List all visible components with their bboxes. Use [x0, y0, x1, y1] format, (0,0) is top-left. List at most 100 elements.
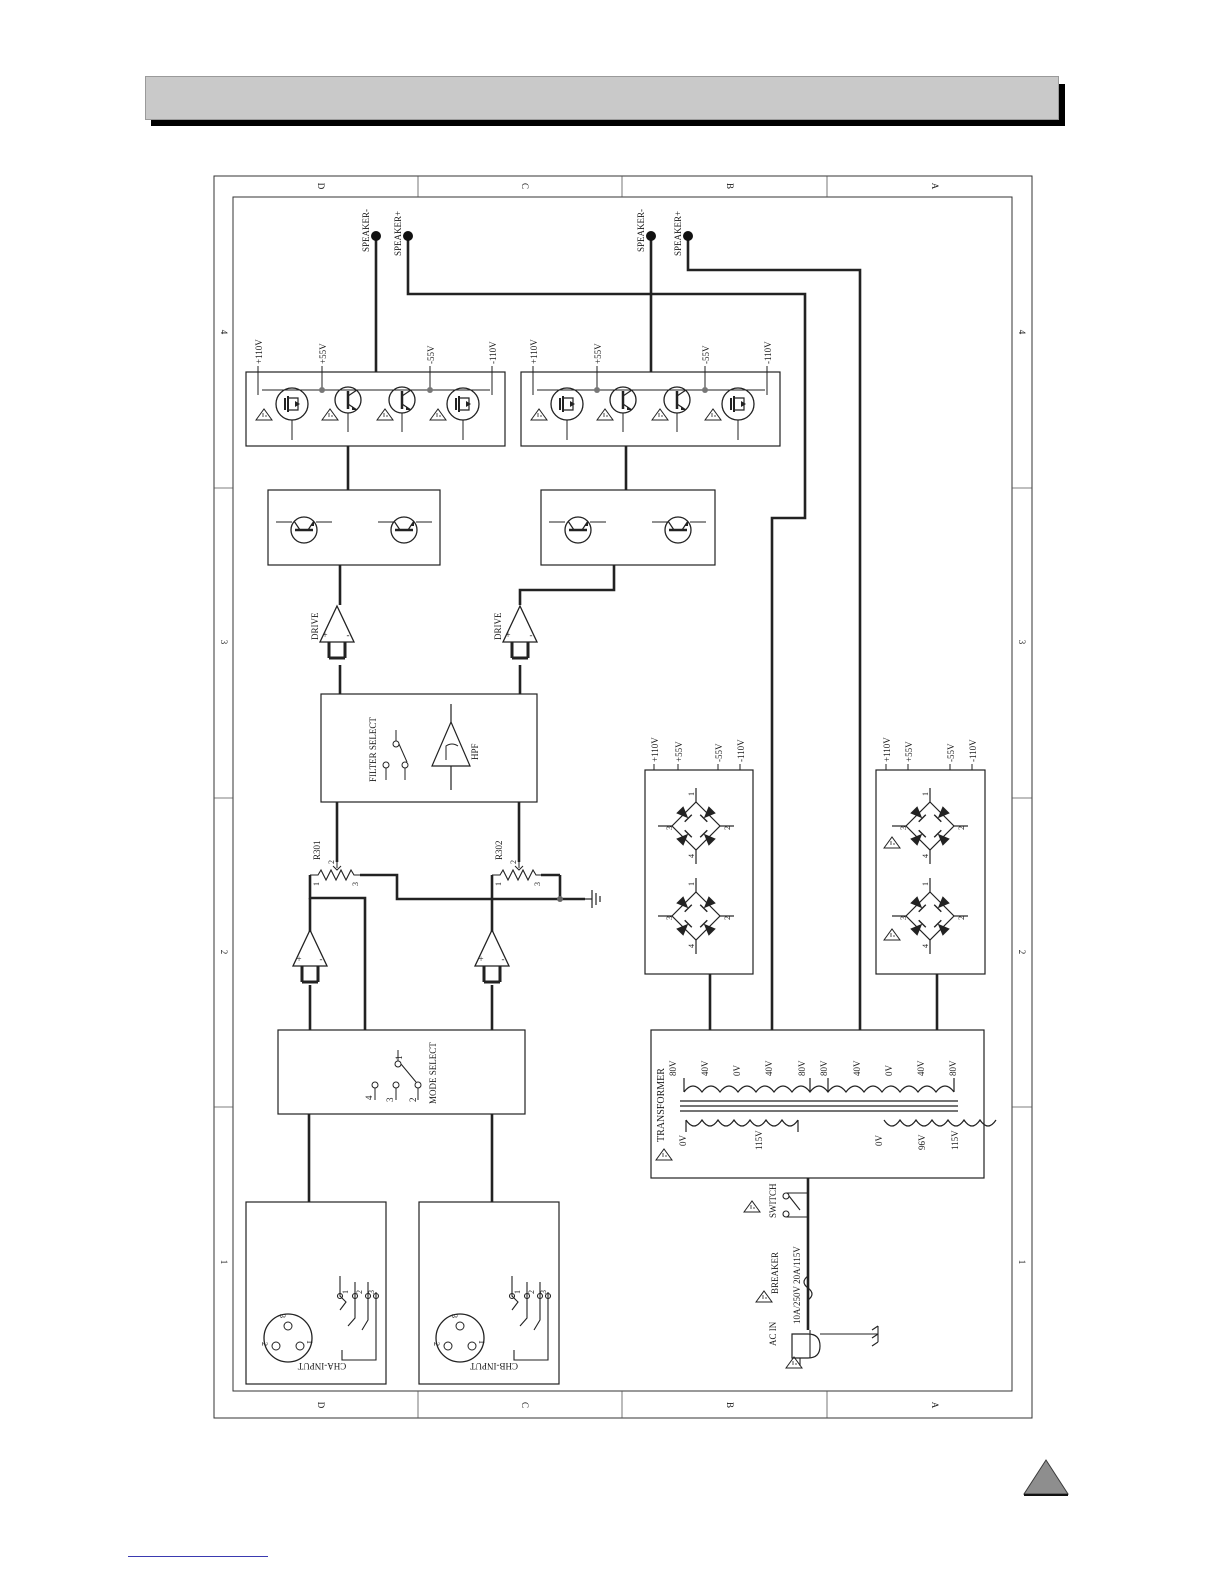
tap-label: 40V — [852, 1060, 862, 1076]
tap-label: 80V — [668, 1060, 678, 1076]
svg-text:1: 1 — [477, 1340, 486, 1344]
svg-text:+: + — [505, 630, 510, 640]
tap-label: 0V — [874, 1135, 884, 1147]
rail-label: +110V — [882, 737, 892, 762]
speaker-label: SPEAKER+ — [673, 211, 683, 256]
svg-text:-: - — [502, 954, 505, 964]
speaker-label: SPEAKER+ — [393, 211, 403, 256]
tap-label: 40V — [764, 1060, 774, 1076]
svg-text:2: 2 — [527, 1290, 536, 1294]
rail-label: +110V — [529, 339, 539, 364]
svg-text:2: 2 — [957, 916, 966, 920]
buffer-opamp-ch2: + - — [473, 928, 511, 984]
header-shadow — [151, 118, 1065, 126]
tap-label: 115V — [754, 1130, 764, 1150]
speaker-terminals: SPEAKER- SPEAKER+ SPEAKER- SPEAKER+ — [361, 209, 693, 256]
row-label: 2 — [1017, 950, 1027, 955]
rail-label: -110V — [763, 341, 773, 364]
svg-text:2: 2 — [723, 916, 732, 920]
col-label: B — [725, 1402, 735, 1408]
mode-select-block: 4 3 2 1 MODE SELECT — [277, 1029, 526, 1115]
svg-text:3: 3 — [665, 826, 674, 830]
speaker-terminal — [371, 231, 381, 241]
svg-text:2: 2 — [408, 1098, 418, 1103]
svg-text:2: 2 — [723, 826, 732, 830]
predriver-ch1 — [267, 489, 441, 566]
svg-text:1: 1 — [305, 1340, 314, 1344]
speaker-terminal — [646, 231, 656, 241]
header-shadow — [1058, 84, 1065, 126]
row-label: 1 — [219, 1260, 229, 1265]
breaker: BREAKER 10A/250V 20A/115V — [755, 1246, 813, 1324]
input-chb: 1 2 3 1 2 3 CHB-INPUT — [418, 1201, 560, 1385]
rail-label: -55V — [946, 743, 956, 762]
hpf-label: HPF — [470, 743, 480, 760]
svg-text:4: 4 — [921, 944, 930, 948]
svg-text:2: 2 — [355, 1290, 364, 1294]
output-stage-ch1: +110V +55V -55V -110V — [245, 339, 506, 447]
pot-r302: R302 2 1 3 — [492, 840, 542, 886]
tap-label: 96V — [917, 1134, 927, 1150]
drive-opamp-ch1: + - DRIVE — [310, 604, 356, 660]
speaker-label: SPEAKER- — [636, 209, 646, 252]
header-bar — [145, 76, 1059, 120]
tap-label: 80V — [948, 1060, 958, 1076]
inner-frame — [232, 196, 1013, 1392]
grid-labels: D C B A D C B A 1 2 3 4 1 2 3 4 — [219, 183, 1027, 1409]
drive-label: DRIVE — [310, 612, 320, 640]
predriver-ch2 — [540, 489, 716, 566]
svg-text:4: 4 — [921, 854, 930, 858]
filter-select-block: FILTER SELECT HPF — [320, 693, 538, 803]
rail-label: -110V — [736, 739, 746, 762]
buffer-opamp-ch1: + - — [291, 928, 329, 984]
svg-text:3: 3 — [450, 1314, 459, 1318]
tap-label: 0V — [732, 1065, 742, 1077]
rectifier-block-1: 1 4 3 2 1 4 3 2 +110V +55V -55V -110V — [644, 737, 754, 975]
svg-text:2: 2 — [260, 1342, 269, 1346]
svg-text:4: 4 — [687, 944, 696, 948]
pot-r301: R301 2 1 3 — [310, 840, 360, 886]
svg-text:1: 1 — [312, 882, 321, 886]
svg-text:1: 1 — [513, 1290, 522, 1294]
svg-text:1: 1 — [687, 882, 696, 886]
tap-label: 40V — [700, 1060, 710, 1076]
svg-text:+: + — [322, 630, 327, 640]
rail-label: +55V — [318, 343, 328, 364]
rail-label: -110V — [968, 739, 978, 762]
rail-label: +55V — [593, 343, 603, 364]
svg-text:-: - — [320, 954, 323, 964]
svg-text:1: 1 — [341, 1290, 350, 1294]
rail-label: +55V — [904, 741, 914, 762]
col-label: A — [930, 1402, 940, 1409]
input-cha: 1 2 3 1 2 3 CHA-INPUT — [245, 1201, 387, 1385]
col-label: D — [316, 183, 326, 190]
svg-text:+: + — [296, 954, 301, 964]
mode-select-label: MODE SELECT — [428, 1042, 438, 1104]
col-label: C — [520, 1402, 530, 1408]
svg-text:4: 4 — [364, 1095, 374, 1100]
grid-ticks — [214, 176, 1032, 1418]
rail-label: +110V — [650, 737, 660, 762]
cha-input-label: CHA-INPUT — [297, 1361, 346, 1371]
col-label: A — [930, 183, 940, 190]
svg-text:1: 1 — [921, 792, 930, 796]
row-label: 4 — [219, 330, 229, 335]
tap-label: 80V — [797, 1060, 807, 1076]
filter-select-label: FILTER SELECT — [368, 717, 378, 782]
outer-frame — [213, 175, 1033, 1419]
svg-text:2: 2 — [957, 826, 966, 830]
transformer-block: TRANSFORMER 80V 40V 0V 40V 80V — [650, 1029, 997, 1179]
svg-text:-: - — [530, 630, 533, 640]
rail-label: -55V — [714, 743, 724, 762]
svg-text:3: 3 — [665, 916, 674, 920]
col-label: B — [725, 183, 735, 189]
ground-icon — [585, 890, 601, 908]
svg-text:2: 2 — [432, 1342, 441, 1346]
svg-text:4: 4 — [687, 854, 696, 858]
tap-label: 0V — [678, 1135, 688, 1147]
svg-text:3: 3 — [385, 1097, 395, 1102]
warning-triangle-icon — [1023, 1459, 1069, 1496]
svg-text:2: 2 — [327, 860, 336, 864]
svg-text:-: - — [347, 630, 350, 640]
svg-text:1: 1 — [921, 882, 930, 886]
